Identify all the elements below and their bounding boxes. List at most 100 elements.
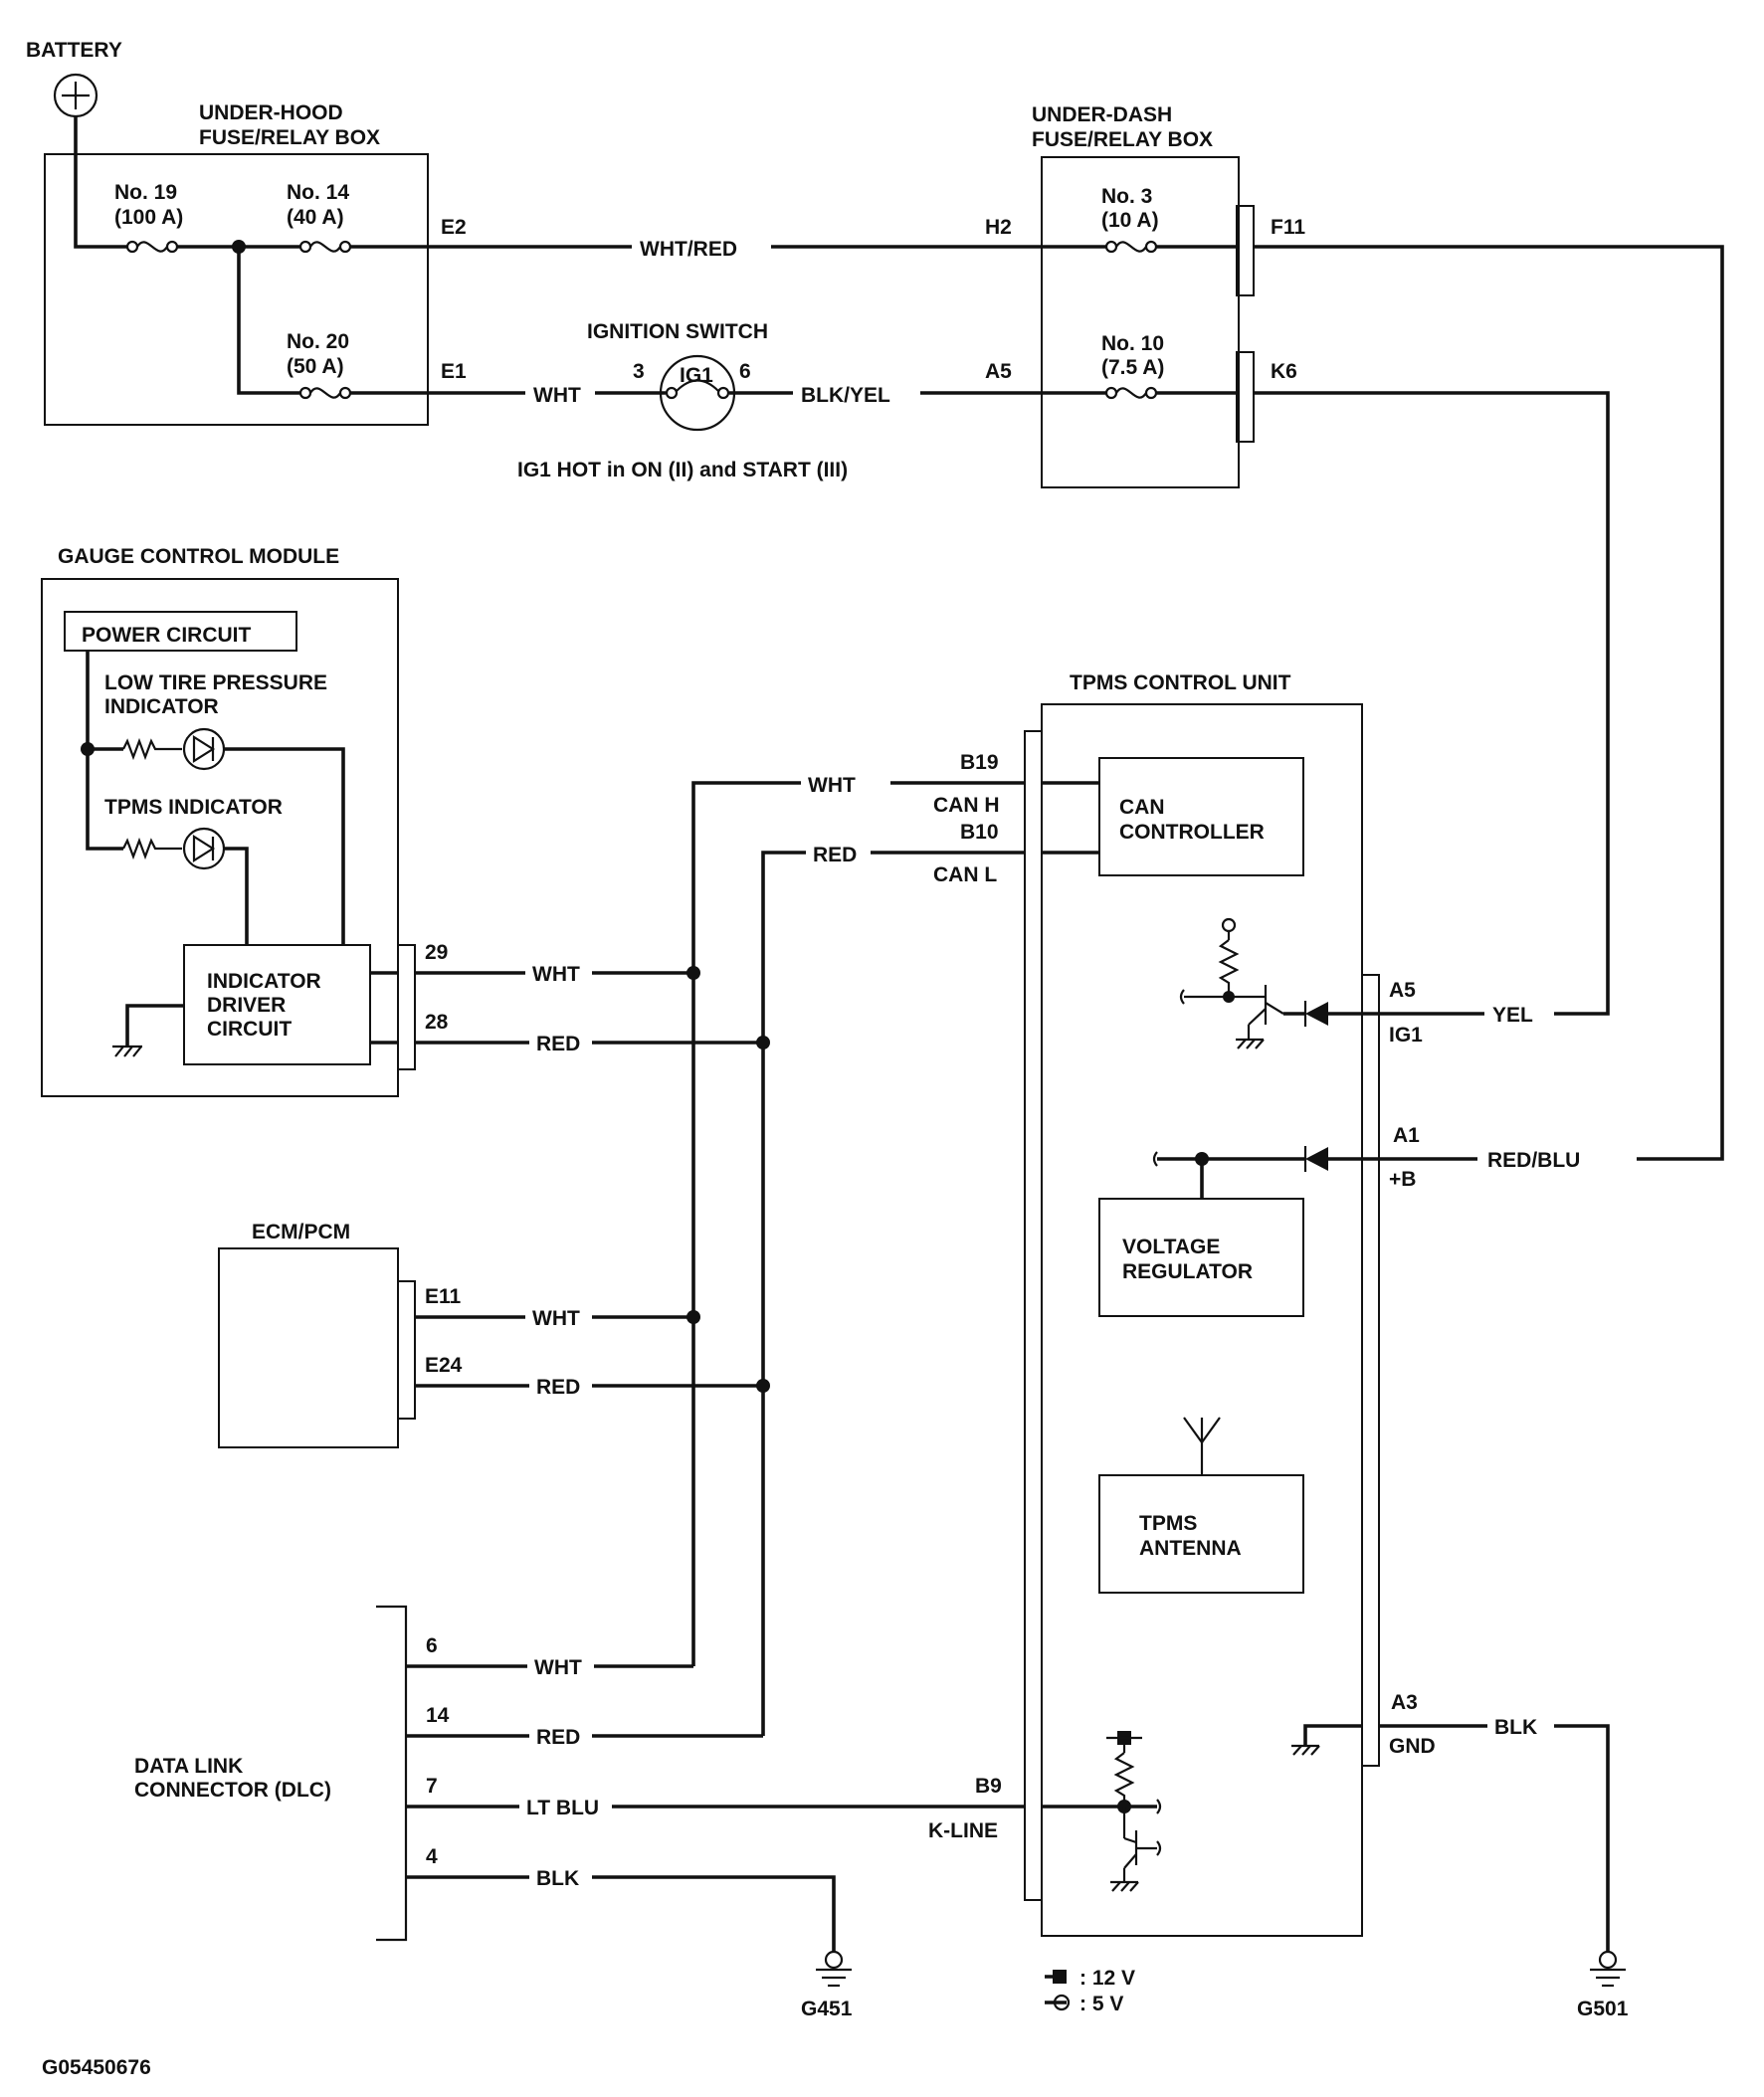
data-link-connector: DATA LINK CONNECTOR (DLC) (134, 1605, 408, 1942)
pin-e1: E1 (441, 360, 467, 383)
indicator-driver-label-1: INDICATOR (207, 970, 321, 993)
tpms-antenna-label-1: TPMS (1139, 1512, 1197, 1535)
ig1-input-circuit (1179, 917, 1362, 1049)
under-dash-box-title-line2: FUSE/RELAY BOX (1032, 128, 1213, 151)
pin-a5-dash: A5 (985, 360, 1012, 383)
antenna-icon (1183, 1417, 1221, 1475)
voltage-regulator-box (1098, 1198, 1304, 1317)
can-controller-label-2: CONTROLLER (1119, 821, 1265, 844)
voltage-regulator-label-1: VOLTAGE (1122, 1236, 1220, 1258)
ecm-pcm: ECM/PCM (218, 1221, 416, 1448)
fuse-20-rating: (50 A) (287, 355, 344, 378)
wire-label-blk-yel: BLK/YEL (801, 384, 890, 407)
indicator-driver-label-2: DRIVER (207, 994, 286, 1017)
wire-label-wht-gcm: WHT (532, 963, 580, 986)
pin-a1: A1 (1393, 1124, 1420, 1147)
fuse-19-number: No. 19 (114, 181, 177, 204)
wire-label-wht-ign: WHT (533, 384, 581, 407)
pin-dlc-6: 6 (426, 1634, 438, 1657)
pin-ecm-e11: E11 (425, 1285, 462, 1308)
wire-label-wht-ecm: WHT (532, 1307, 580, 1330)
gcm-chassis-ground-icon (112, 1004, 184, 1057)
k-line-driver-circuit (1042, 1731, 1162, 1892)
tpms-led (122, 827, 249, 945)
can-controller-box (1098, 757, 1304, 876)
pin-b19: B19 (960, 751, 999, 774)
fuse-14-symbol (298, 240, 352, 254)
figure-id: G05450676 (42, 2056, 151, 2079)
dlc-label-1: DATA LINK (134, 1755, 243, 1778)
ground-g501-icon (1590, 1950, 1626, 1988)
tpms-indicator-label: TPMS INDICATOR (104, 796, 283, 819)
fuse-3-rating: (10 A) (1101, 209, 1159, 232)
pin-gcm-28: 28 (425, 1011, 449, 1034)
ignition-note: IG1 HOT in ON (II) and START (III) (517, 459, 848, 481)
pin-dlc-4: 4 (426, 1845, 438, 1868)
pin-gcm-29: 29 (425, 941, 448, 964)
can-controller-label-1: CAN (1119, 796, 1165, 819)
tpms-control-unit-title: TPMS CONTROL UNIT (1070, 671, 1291, 694)
wire-wht-ignition-feed: E1 WHT (350, 360, 666, 407)
wire-blk-g451: 4 BLK G451 (406, 1845, 853, 2020)
fuse-20-symbol (298, 386, 352, 400)
plus-b-input-circuit (1152, 1146, 1362, 1199)
fuse-10-rating: (7.5 A) (1101, 356, 1164, 379)
tpms-antenna-box (1098, 1474, 1304, 1594)
gauge-control-module-title: GAUGE CONTROL MODULE (58, 545, 339, 568)
battery-label: BATTERY (26, 39, 122, 62)
pin-ig1: IG1 (1389, 1024, 1423, 1047)
tpms-internal-ground-icon (1291, 1724, 1362, 1756)
dlc-label-2: CONNECTOR (DLC) (134, 1779, 331, 1802)
wire-label-wht-red: WHT/RED (640, 238, 737, 261)
wire-label-red-gcm: RED (536, 1033, 580, 1055)
ecm-pcm-label: ECM/PCM (252, 1221, 350, 1243)
indicator-driver-label-3: CIRCUIT (207, 1018, 292, 1041)
k-line-lt-blu: 7 LT BLU B9 K-LINE (406, 1775, 1025, 1842)
wire-label-red-blu: RED/BLU (1487, 1149, 1580, 1172)
pin-gnd: GND (1389, 1735, 1436, 1758)
wire-label-lt-blu: LT BLU (526, 1797, 599, 1819)
wire-yel: K6 YEL (1254, 360, 1610, 1027)
voltage-regulator-label-2: REGULATOR (1122, 1260, 1253, 1283)
ignition-pin-3: 3 (633, 360, 645, 383)
pin-a5: A5 (1389, 979, 1416, 1002)
wire-label-yel: YEL (1492, 1004, 1533, 1027)
tpms-control-unit: TPMS CONTROL UNIT CAN CONTROLLER (1024, 671, 1436, 1937)
legend-5v: : 5 V (1079, 1993, 1123, 2015)
ground-g501-label: G501 (1577, 1998, 1629, 2020)
pin-a3: A3 (1391, 1691, 1418, 1714)
ground-g451-icon (816, 1950, 852, 1988)
pin-f11: F11 (1271, 216, 1305, 239)
battery: BATTERY (26, 39, 122, 118)
pin-k-line: K-LINE (928, 1819, 998, 1842)
fuse-10-symbol (1104, 386, 1158, 400)
wire-blk-yel: BLK/YEL A5 (729, 360, 1106, 407)
wire-label-blk-g501: BLK (1494, 1716, 1537, 1739)
wire-label-red-dlc: RED (536, 1726, 580, 1749)
ignition-switch: IGNITION SWITCH IG1 3 6 IG1 HOT in ON (I… (517, 320, 848, 481)
under-hood-box-title-line2: FUSE/RELAY BOX (199, 126, 380, 149)
wire-label-wht-dlc: WHT (534, 1656, 582, 1679)
ignition-switch-label: IGNITION SWITCH (587, 320, 768, 343)
pin-h2: H2 (985, 216, 1012, 239)
fuse-14-number: No. 14 (287, 181, 349, 204)
pin-b10: B10 (960, 821, 999, 844)
under-hood-box-title-line1: UNDER-HOOD (199, 101, 343, 124)
wire-label-red-ecm: RED (536, 1376, 580, 1399)
fuse-3-symbol (1104, 240, 1158, 254)
pin-can-h: CAN H (933, 794, 1000, 817)
ignition-switch-ig1: IG1 (680, 364, 713, 387)
pin-ecm-e24: E24 (425, 1354, 463, 1377)
wire-label-red-canl: RED (813, 844, 857, 866)
fuse-19-symbol (125, 240, 179, 254)
pin-plus-b: +B (1389, 1168, 1416, 1191)
wire-blk-g501: BLK G501 (1379, 1716, 1629, 2020)
ignition-pin-6: 6 (739, 360, 751, 383)
pin-dlc-14: 14 (426, 1704, 450, 1727)
wire-label-blk-dlc: BLK (536, 1867, 579, 1890)
wire-red-blu: F11 RED/BLU (1254, 216, 1724, 1172)
under-hood-fuse-relay-box: UNDER-HOOD FUSE/RELAY BOX No. 19 (100 A)… (44, 101, 429, 426)
legend-12v: : 12 V (1079, 1967, 1135, 1990)
fuse-14-rating: (40 A) (287, 206, 344, 229)
